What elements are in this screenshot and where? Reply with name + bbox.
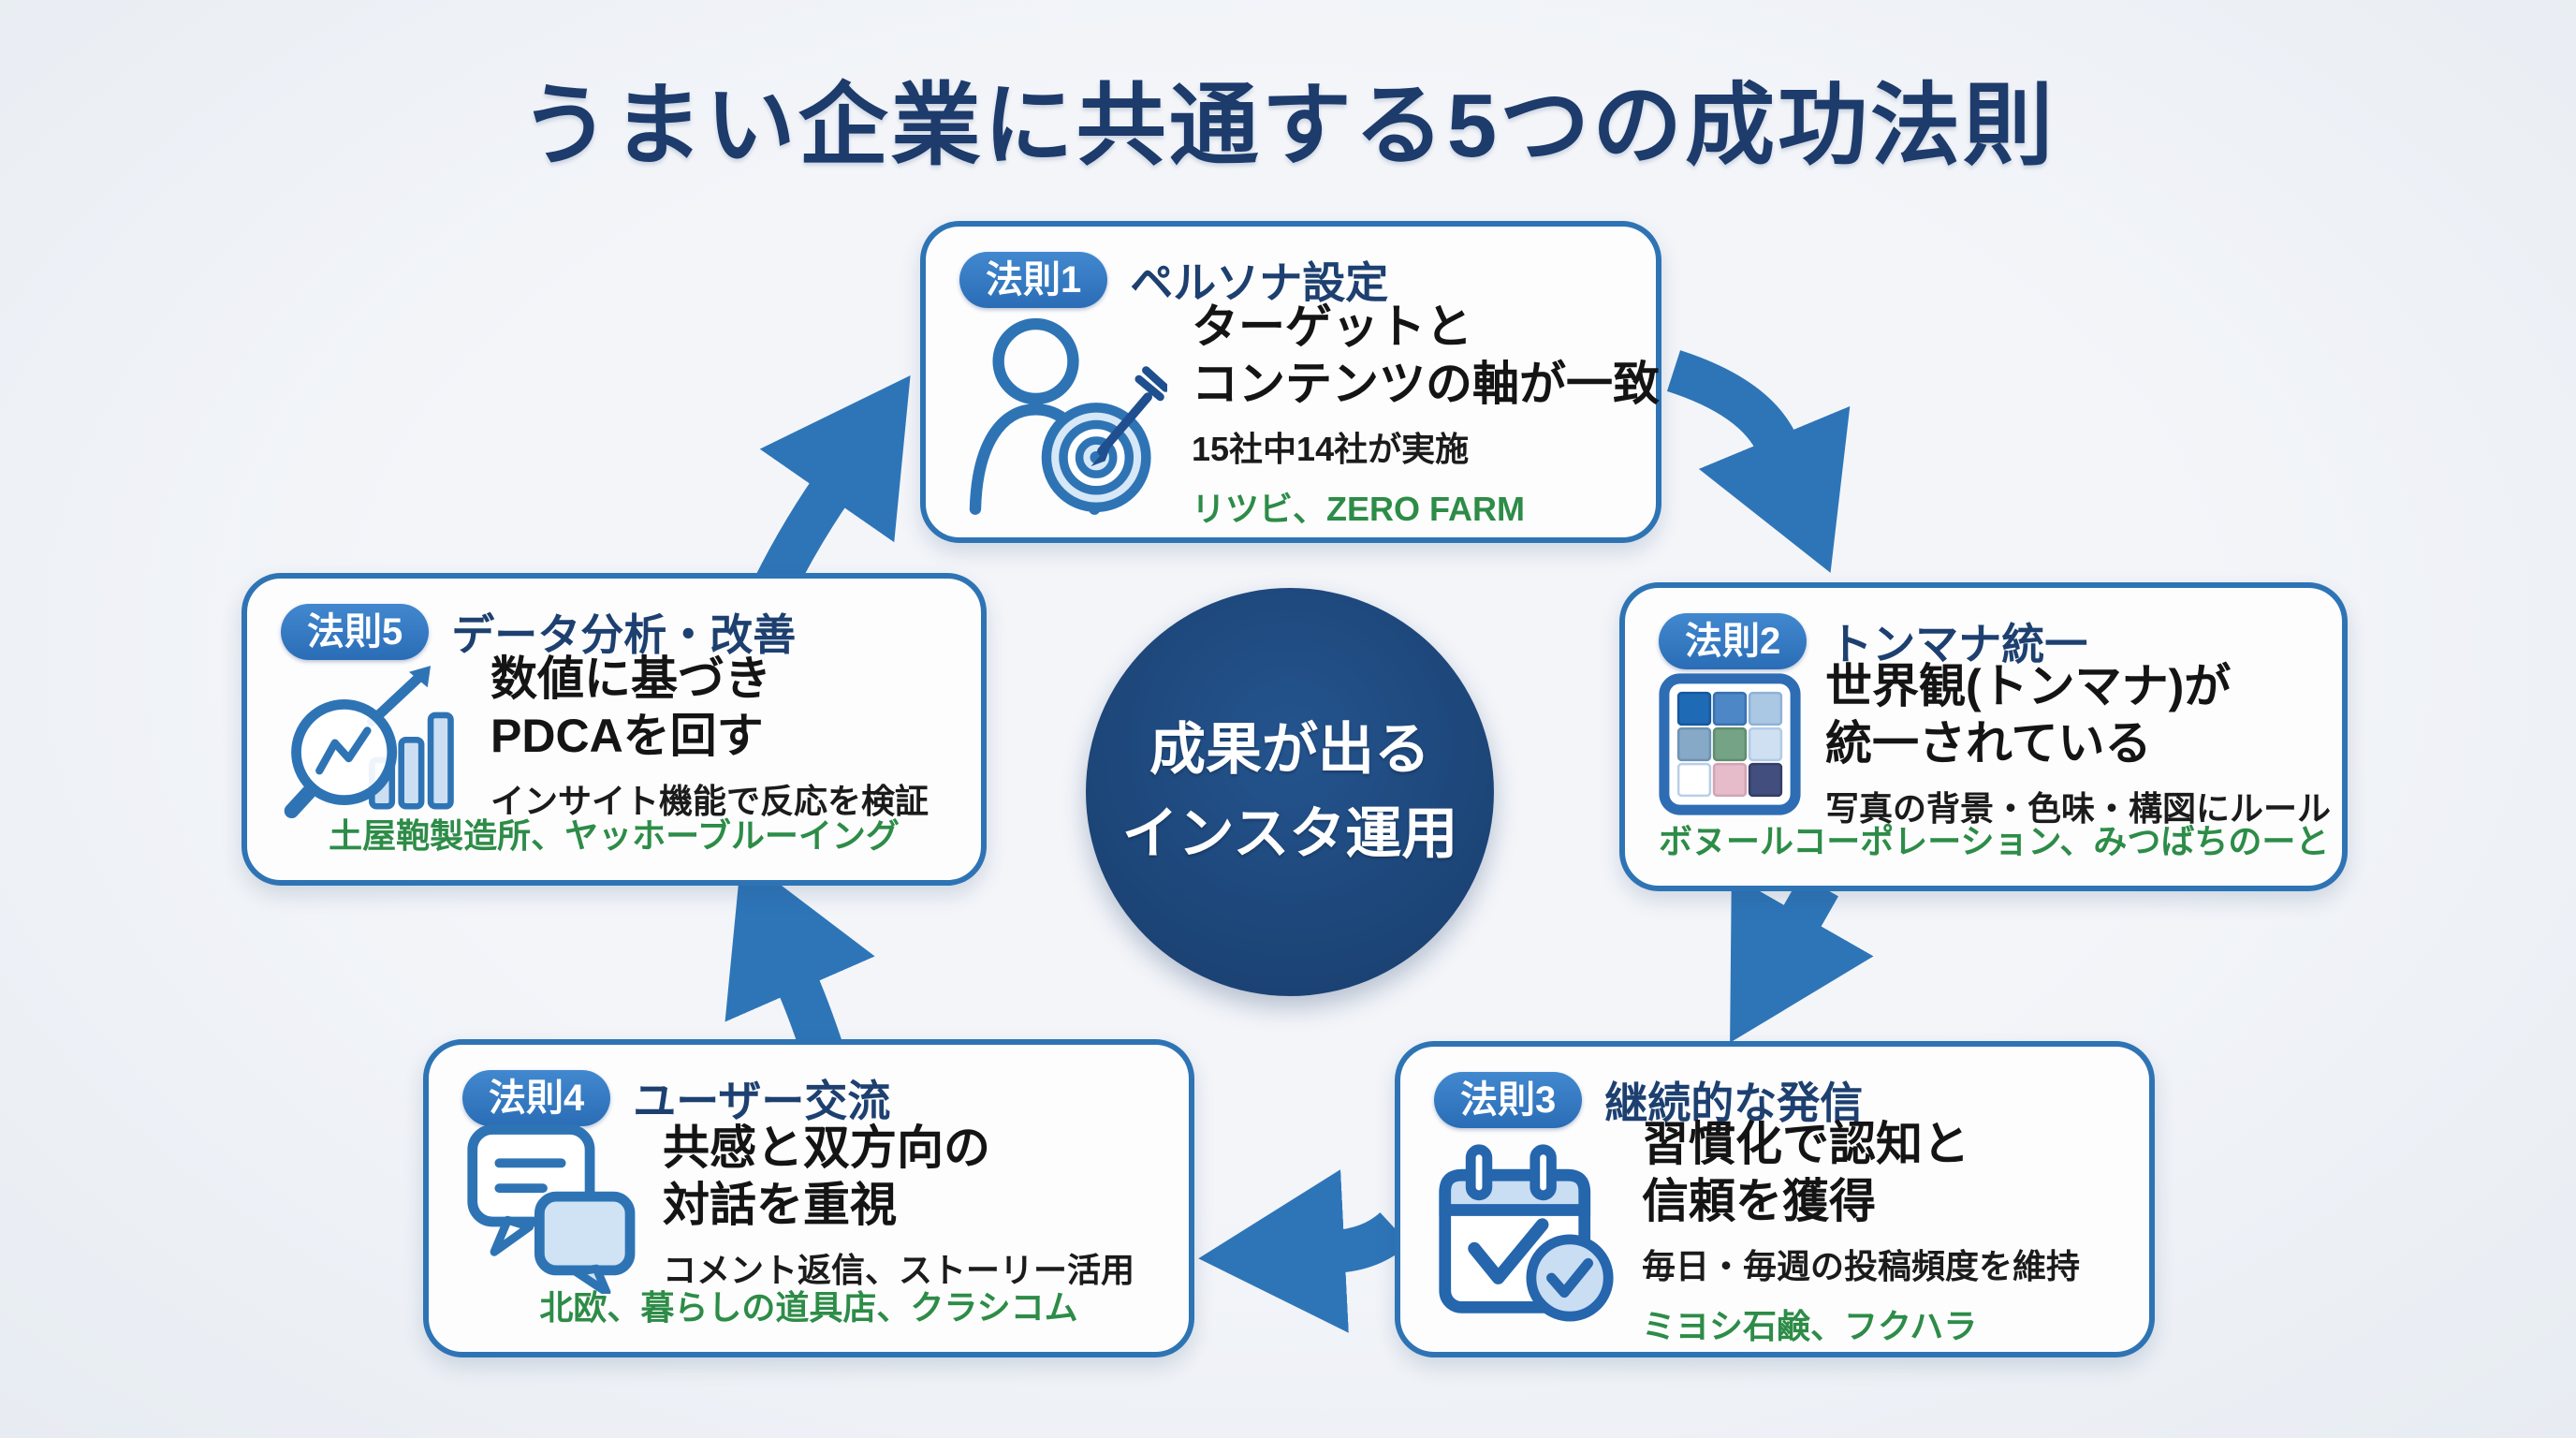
rule1-detail: 15社中14社が実施 xyxy=(1192,430,1470,468)
center-goal-line2: インスタ運用 xyxy=(1121,802,1458,865)
rule4-category: ユーザー交流 xyxy=(633,1077,891,1125)
rule5-main-line2: PDCAを回す xyxy=(490,710,764,762)
rule1-badge: 法則1 xyxy=(959,252,1108,308)
rule-box-2: 法則2 トンマナ統一 世界観(トンマナ)が 統 xyxy=(1619,582,2348,891)
rule-box-1: 法則1 ペルソナ設定 ターゲットと コンテンツの軸が一致 15社中14社が実施 … xyxy=(920,221,1661,543)
rule3-badge: 法則3 xyxy=(1434,1072,1583,1128)
rule4-badge: 法則4 xyxy=(462,1070,611,1126)
rule2-main-line1: 世界観(トンマナ)が xyxy=(1825,660,2232,712)
tone-palette-grid-icon xyxy=(1659,673,1801,815)
rule3-examples: ミヨシ石鹸、フクハラ xyxy=(1642,1307,1978,1345)
rule1-category: ペルソナ設定 xyxy=(1130,258,1389,307)
rule4-examples: 北欧、暮らしの道具店、クラシコム xyxy=(539,1288,1078,1327)
center-goal-line1: 成果が出る xyxy=(1149,718,1430,781)
rule4-main-line2: 対話を重視 xyxy=(663,1179,897,1231)
rule-box-5: 法則5 データ分析・改善 数値に基づき PDCAを回す インサイト機能で反応を検… xyxy=(242,573,987,886)
rule2-category: トンマナ統一 xyxy=(1829,620,2088,668)
rule3-category: 継続的な発信 xyxy=(1604,1078,1864,1127)
persona-target-icon xyxy=(959,308,1167,521)
calendar-check-icon xyxy=(1434,1140,1617,1324)
rule5-category: データ分析・改善 xyxy=(451,610,797,659)
page-title: うまい企業に共通する5つの成功法則 xyxy=(520,76,2056,176)
rule2-main-line2: 統一されている xyxy=(1825,717,2152,770)
rule3-main-line2: 信頼を獲得 xyxy=(1642,1175,1876,1227)
arrow-rule4-to-rule5 xyxy=(724,855,875,1056)
magnifier-chart-icon xyxy=(281,644,466,829)
rule1-examples: リツビ、ZERO FARM xyxy=(1192,490,1525,528)
center-goal-circle: 成果が出る インスタ運用 xyxy=(1086,588,1494,996)
rule5-badge: 法則5 xyxy=(281,604,430,660)
rule5-main-line1: 数値に基づき xyxy=(490,653,771,705)
chat-bubbles-icon xyxy=(462,1118,638,1294)
rule5-detail: インサイト機能で反応を検証 xyxy=(490,782,929,820)
rule3-detail: 毎日・毎週の投稿頻度を維持 xyxy=(1642,1247,2081,1285)
rule1-main-line2: コンテンツの軸が一致 xyxy=(1192,358,1660,410)
rule5-examples: 土屋鞄製造所、ヤッホーブルーイング xyxy=(329,816,900,855)
rule1-main-line1: ターゲットと xyxy=(1192,301,1472,353)
rule-box-4: 法則4 ユーザー交流 共感と双方向の 対話を重視 コメント返信、ストーリー活用 … xyxy=(423,1039,1194,1357)
rule-box-3: 法則3 継続的な発信 習慣化で認知と 信頼を獲得 毎日・毎週の投稿頻度を維持 ミ… xyxy=(1395,1041,2155,1357)
rule4-detail: コメント返信、ストーリー活用 xyxy=(663,1251,1135,1289)
arrow-rule3-to-rule4 xyxy=(1198,1169,1410,1333)
arrow-rule2-to-rule3 xyxy=(1730,874,1874,1043)
rule2-badge: 法則2 xyxy=(1659,613,1808,669)
rule2-examples: ボヌールコーポレーション、みつばちのーと xyxy=(1659,822,2330,860)
rule4-main-line1: 共感と双方向の xyxy=(663,1122,990,1174)
rule3-main-line1: 習慣化で認知と xyxy=(1642,1118,1969,1170)
rule2-detail: 写真の背景・色味・構図にルール xyxy=(1825,789,2332,828)
arrow-rule1-to-rule2 xyxy=(1666,350,1851,573)
